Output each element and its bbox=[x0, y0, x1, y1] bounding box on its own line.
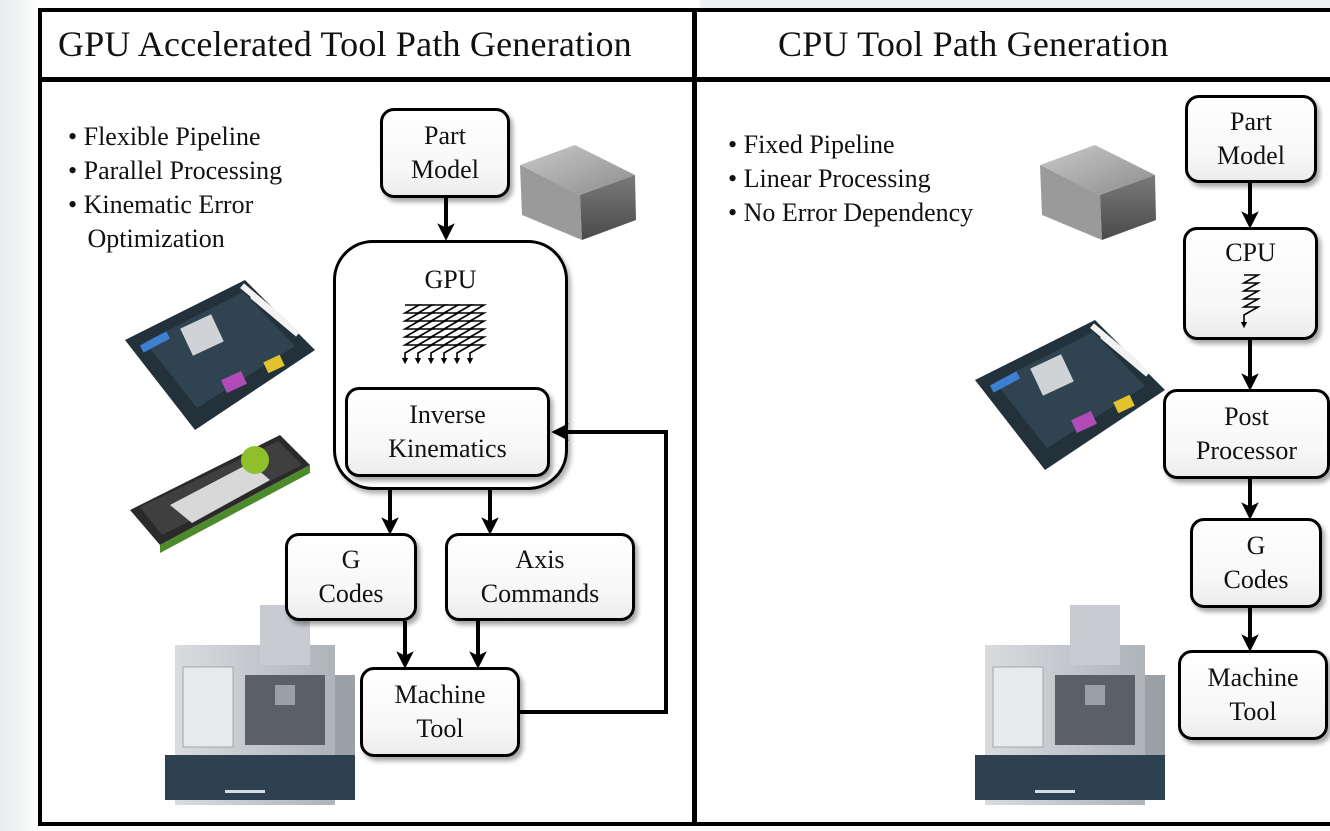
motherboard-image bbox=[975, 320, 1165, 470]
cpu-serial-thread-icon bbox=[1240, 274, 1262, 329]
bullet-item: • Linear Processing bbox=[728, 164, 931, 193]
motherboard-image bbox=[125, 280, 315, 430]
cnc-machine-image bbox=[165, 605, 355, 805]
graphics-card-image bbox=[130, 435, 310, 553]
left-panel-title: GPU Accelerated Tool Path Generation bbox=[58, 24, 632, 64]
machine-tool-box: Machine Tool bbox=[1178, 650, 1328, 740]
bullet-item: • Kinematic Error bbox=[68, 190, 254, 219]
panel-divider bbox=[692, 8, 697, 826]
part-model-label: Part Model bbox=[1217, 107, 1285, 170]
part-model-box: Part Model bbox=[380, 108, 510, 198]
g-codes-label: G Codes bbox=[1223, 531, 1289, 594]
background-top-strip bbox=[700, 0, 1330, 8]
g-codes-box: G Codes bbox=[285, 533, 417, 621]
background-strip bbox=[0, 0, 40, 831]
diagram-frame bbox=[38, 8, 1330, 826]
left-bullet-list: • Flexible Pipeline • Parallel Processin… bbox=[68, 120, 282, 256]
part-block-image bbox=[1040, 145, 1156, 240]
gpu-parallel-threads-icon bbox=[401, 304, 488, 365]
post-processor-label: Post Processor bbox=[1195, 402, 1298, 465]
axis-commands-label: Axis Commands bbox=[480, 545, 600, 608]
machine-tool-label: Machine Tool bbox=[1207, 663, 1299, 726]
gpu-label: GPU bbox=[424, 265, 477, 294]
machine-tool-box: Machine Tool bbox=[360, 667, 520, 757]
cnc-machine-image bbox=[975, 605, 1165, 805]
part-block-image bbox=[520, 145, 636, 240]
bullet-item: Optimization bbox=[68, 224, 225, 253]
flow-arrow bbox=[381, 198, 668, 714]
machine-tool-label: Machine Tool bbox=[394, 680, 486, 743]
inverse-kinematics-label: Inverse Kinematics bbox=[388, 400, 507, 463]
right-bullet-list: • Fixed Pipeline • Linear Processing • N… bbox=[728, 128, 973, 230]
cpu-label: CPU bbox=[1225, 238, 1276, 267]
title-divider bbox=[38, 77, 1330, 82]
bullet-item: • No Error Dependency bbox=[728, 198, 974, 227]
inverse-kinematics-box: Inverse Kinematics bbox=[345, 387, 550, 477]
bullet-item: • Fixed Pipeline bbox=[728, 130, 895, 159]
right-panel-title: CPU Tool Path Generation bbox=[778, 24, 1169, 64]
axis-commands-box: Axis Commands bbox=[445, 533, 635, 621]
g-codes-label: G Codes bbox=[318, 545, 384, 608]
part-model-label: Part Model bbox=[411, 121, 479, 184]
bullet-item: • Flexible Pipeline bbox=[68, 122, 261, 151]
part-model-box: Part Model bbox=[1185, 95, 1317, 183]
bullet-item: • Parallel Processing bbox=[68, 156, 283, 185]
